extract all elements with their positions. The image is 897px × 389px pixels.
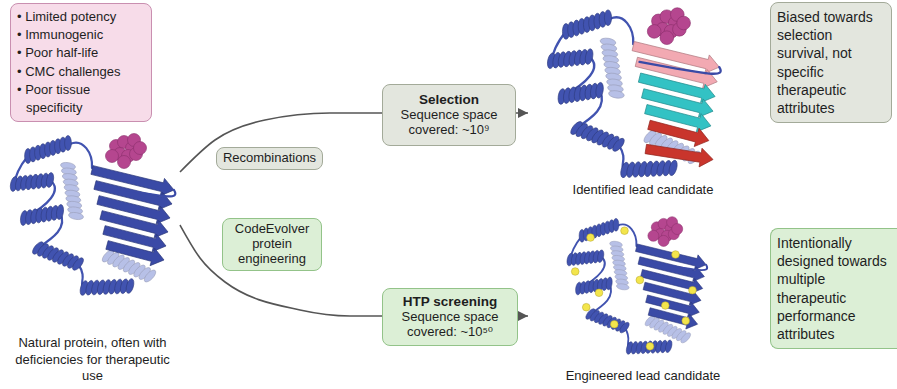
- coil-loop: [610, 17, 633, 44]
- helix: [625, 339, 673, 355]
- helix-turn: [605, 277, 613, 290]
- helix: [20, 204, 65, 226]
- lead-protein-figure: Identified lead candidate: [528, 0, 758, 201]
- helix: [31, 240, 86, 272]
- helix-turn: [608, 90, 625, 99]
- ligand-sphere: [134, 142, 147, 155]
- box-label: CodeEvolver protein engineering: [228, 222, 316, 267]
- helix: [25, 135, 72, 163]
- helix-turn: [679, 331, 692, 344]
- helix-turn: [597, 249, 605, 263]
- note-text: Biased towards selection survival, not s…: [777, 8, 885, 117]
- note-box: Biased towards selection survival, not s…: [770, 2, 892, 123]
- mutation-sphere: [689, 286, 697, 294]
- helix: [579, 218, 619, 242]
- ligand-sphere: [660, 31, 674, 45]
- bullet-item: • Poor tissue specificity: [17, 81, 145, 117]
- note-text: Intentionally designed towards multiple …: [777, 234, 891, 343]
- ligand-sphere: [648, 230, 659, 241]
- helix-turn: [45, 172, 55, 188]
- helix: [584, 307, 631, 334]
- ligand-sphere: [647, 25, 661, 39]
- mutation-sphere: [595, 289, 603, 297]
- coil-loop: [70, 143, 92, 168]
- process-box: CodeEvolver protein engineering: [222, 218, 322, 271]
- mutation-sphere: [621, 227, 629, 235]
- helix-turn: [56, 204, 65, 220]
- coil-loop: [640, 62, 721, 74]
- helix: [562, 10, 611, 39]
- process-box: Recombinations: [216, 147, 323, 170]
- ligand-sphere: [118, 156, 131, 169]
- box-label: Selection: [388, 92, 510, 108]
- beta-strand: [645, 144, 713, 167]
- coil-loop: [98, 185, 175, 196]
- mutation-sphere: [672, 251, 680, 259]
- helix: [569, 120, 627, 153]
- helix-turn: [618, 321, 631, 334]
- mutation-sphere: [682, 317, 690, 325]
- mutation-sphere: [571, 268, 579, 276]
- coil-loop: [618, 224, 637, 246]
- bullet-item: • Limited potency: [17, 8, 145, 26]
- mutation-sphere: [582, 303, 590, 311]
- mutation-sphere: [610, 320, 618, 328]
- helix-turn: [616, 283, 629, 291]
- helix-turn: [71, 256, 86, 272]
- beta-strand: [648, 120, 709, 146]
- protein-ribbon: [566, 217, 707, 355]
- mutation-sphere: [636, 276, 644, 284]
- beta-strand: [106, 241, 164, 266]
- helix-turn: [664, 339, 673, 353]
- bullet-item: • CMC challenges: [17, 63, 145, 81]
- helix: [79, 278, 136, 296]
- beta-strand: [648, 308, 697, 329]
- note-box: Intentionally designed towards multiple …: [770, 228, 897, 349]
- helix-turn: [65, 135, 72, 150]
- ligand-sphere: [106, 150, 119, 163]
- helix: [566, 249, 605, 266]
- helix: [9, 172, 55, 192]
- bullet-item: • Poor half-life: [17, 44, 145, 62]
- box-label: HTP screening: [388, 294, 512, 310]
- ligand-sphere: [672, 223, 683, 234]
- bullet-item: • Immunogenic: [17, 26, 145, 44]
- helix-turn: [611, 136, 627, 153]
- helix: [557, 82, 604, 105]
- helix: [619, 159, 678, 178]
- protein-ribbon: [546, 8, 721, 179]
- box-label: Sequence space covered: ~10⁹: [388, 108, 510, 138]
- helix: [575, 277, 613, 296]
- mutation-sphere: [587, 234, 595, 242]
- helix-turn: [605, 316, 618, 329]
- helix-turn: [613, 218, 619, 231]
- lead-protein-figure: Engineered lead candidate: [528, 210, 758, 387]
- helix-turn: [584, 48, 594, 65]
- helix-turn: [668, 159, 679, 176]
- helix-turn: [595, 82, 604, 99]
- helix-turn: [142, 268, 157, 284]
- process-box: SelectionSequence space covered: ~10⁹: [382, 84, 516, 146]
- figure-caption: Identified lead candidate: [532, 182, 754, 198]
- figure-caption: Engineered lead candidate: [532, 368, 754, 384]
- helix-turn: [68, 211, 84, 220]
- protein-ribbon: [9, 134, 175, 297]
- box-label: Sequence space covered: ~10⁵⁰: [388, 310, 512, 340]
- helix-turn: [604, 10, 611, 26]
- helix-turn: [125, 278, 136, 294]
- coil-loop: [642, 260, 708, 270]
- mutation-sphere: [646, 342, 654, 350]
- helix: [546, 48, 594, 69]
- process-box: HTP screeningSequence space covered: ~10…: [382, 288, 518, 346]
- figure-caption: Natural protein, often with deficiencies…: [9, 335, 176, 384]
- ligand-sphere: [658, 235, 669, 246]
- deficiency-list: • Limited potency• Immunogenic• Poor hal…: [10, 3, 152, 122]
- natural-protein-figure: Natural protein, often with deficiencies…: [5, 125, 180, 387]
- ligand-sphere: [677, 16, 691, 30]
- mutation-sphere: [661, 302, 669, 310]
- box-label: Recombinations: [222, 151, 317, 166]
